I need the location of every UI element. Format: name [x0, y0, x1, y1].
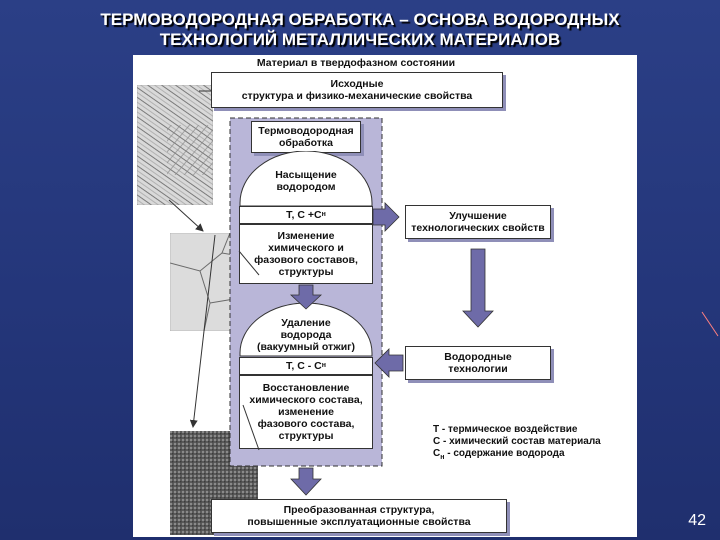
connector-micro1-to-micro3 [189, 234, 216, 428]
removal-line3: (вакуумный отжиг) [256, 341, 356, 353]
composition-change-box: Изменение химического и фазового составо… [239, 224, 373, 284]
arrow-improvement-to-tech [462, 248, 494, 328]
header-label: Материал в твердофазном состоянии [256, 57, 456, 69]
legend-cn-text: - содержание водорода [444, 448, 565, 459]
removal-label: Удаление водорода (вакуумный отжиг) [239, 317, 373, 353]
restore-line4: фазового состава, [257, 418, 355, 430]
connector-micro1-to-micro2 [168, 199, 204, 232]
arrow-to-improvement [372, 202, 400, 232]
page-number: 42 [688, 512, 706, 529]
improvement-line1: Улучшение [449, 210, 507, 222]
connector-process-to-micro2 [238, 250, 260, 276]
hydrogen-tech-line2: технологии [448, 363, 508, 375]
slide-title: ТЕРМОВОДОРОДНАЯ ОБРАБОТКА – ОСНОВА ВОДОР… [0, 10, 720, 50]
saturation-formula-sub: н [321, 211, 326, 218]
improvement-line2: технологических свойств [411, 222, 545, 234]
slide-title-line1: ТЕРМОВОДОРОДНАЯ ОБРАБОТКА – ОСНОВА ВОДОР… [100, 10, 620, 29]
connectors [168, 90, 494, 496]
micrograph-initial [137, 85, 213, 205]
legend-cn-sub: н [440, 454, 445, 461]
change-line2: химического и [268, 242, 344, 254]
decorative-line [701, 311, 719, 337]
connector-process-to-micro3 [242, 404, 260, 451]
initial-line1: Исходные [330, 78, 384, 90]
restore-line5: структуры [278, 430, 334, 442]
saturation-formula: Т, С +С [286, 209, 322, 221]
removal-line2: водорода [280, 329, 332, 341]
initial-properties-box: Исходные структура и физико-механические… [211, 72, 503, 108]
legend: Т - термическое воздействие С - химическ… [433, 424, 601, 464]
change-line1: Изменение [277, 230, 335, 242]
legend-c: С - химический состав материала [433, 436, 601, 447]
legend-t: Т - термическое воздействие [433, 424, 578, 435]
change-line3: фазового составов, [254, 254, 358, 266]
improvement-box: Улучшение технологических свойств [405, 205, 551, 239]
saturation-line2: водородом [276, 181, 336, 193]
tvo-line2: обработка [278, 137, 334, 149]
tvo-label-box: Термоводородная обработка [251, 121, 361, 153]
arrow-process-to-result [290, 467, 322, 496]
initial-line2: структура и физико-механические свойства [241, 90, 473, 102]
process-diagram: Материал в твердофазном состоянии Исходн… [133, 55, 637, 537]
result-box: Преобразованная структура, повышенные эк… [211, 499, 507, 533]
removal-formula-sub: н [321, 362, 326, 369]
arrow-change-to-removal [289, 284, 323, 310]
arrow-tech-to-removal [374, 348, 404, 378]
saturation-line1: Насыщение [275, 169, 337, 181]
removal-line1: Удаление [281, 317, 331, 329]
slide-title-line2: ТЕХНОЛОГИЙ МЕТАЛЛИЧЕСКИХ МАТЕРИАЛОВ [159, 30, 561, 49]
result-line2: повышенные эксплуатационные свойства [247, 516, 471, 528]
result-line1: Преобразованная структура, [283, 504, 435, 516]
legend-cn: Сн - содержание водорода [433, 448, 601, 464]
hydrogen-tech-line1: Водородные [444, 351, 512, 363]
saturation-label: Насыщение водородом [239, 169, 373, 193]
tvo-line1: Термоводородная [258, 125, 354, 137]
restore-line2: химического состава, [249, 394, 363, 406]
removal-formula: Т, С - С [286, 360, 322, 372]
change-line4: структуры [278, 266, 334, 278]
saturation-dome [239, 151, 373, 207]
restoration-box: Восстановление химического состава, изме… [239, 375, 373, 449]
restore-line3: изменение [278, 406, 334, 418]
legend-cn-symbol: С [433, 448, 441, 459]
restore-line1: Восстановление [262, 382, 350, 394]
hydrogen-technologies-box: Водородные технологии [405, 346, 551, 380]
